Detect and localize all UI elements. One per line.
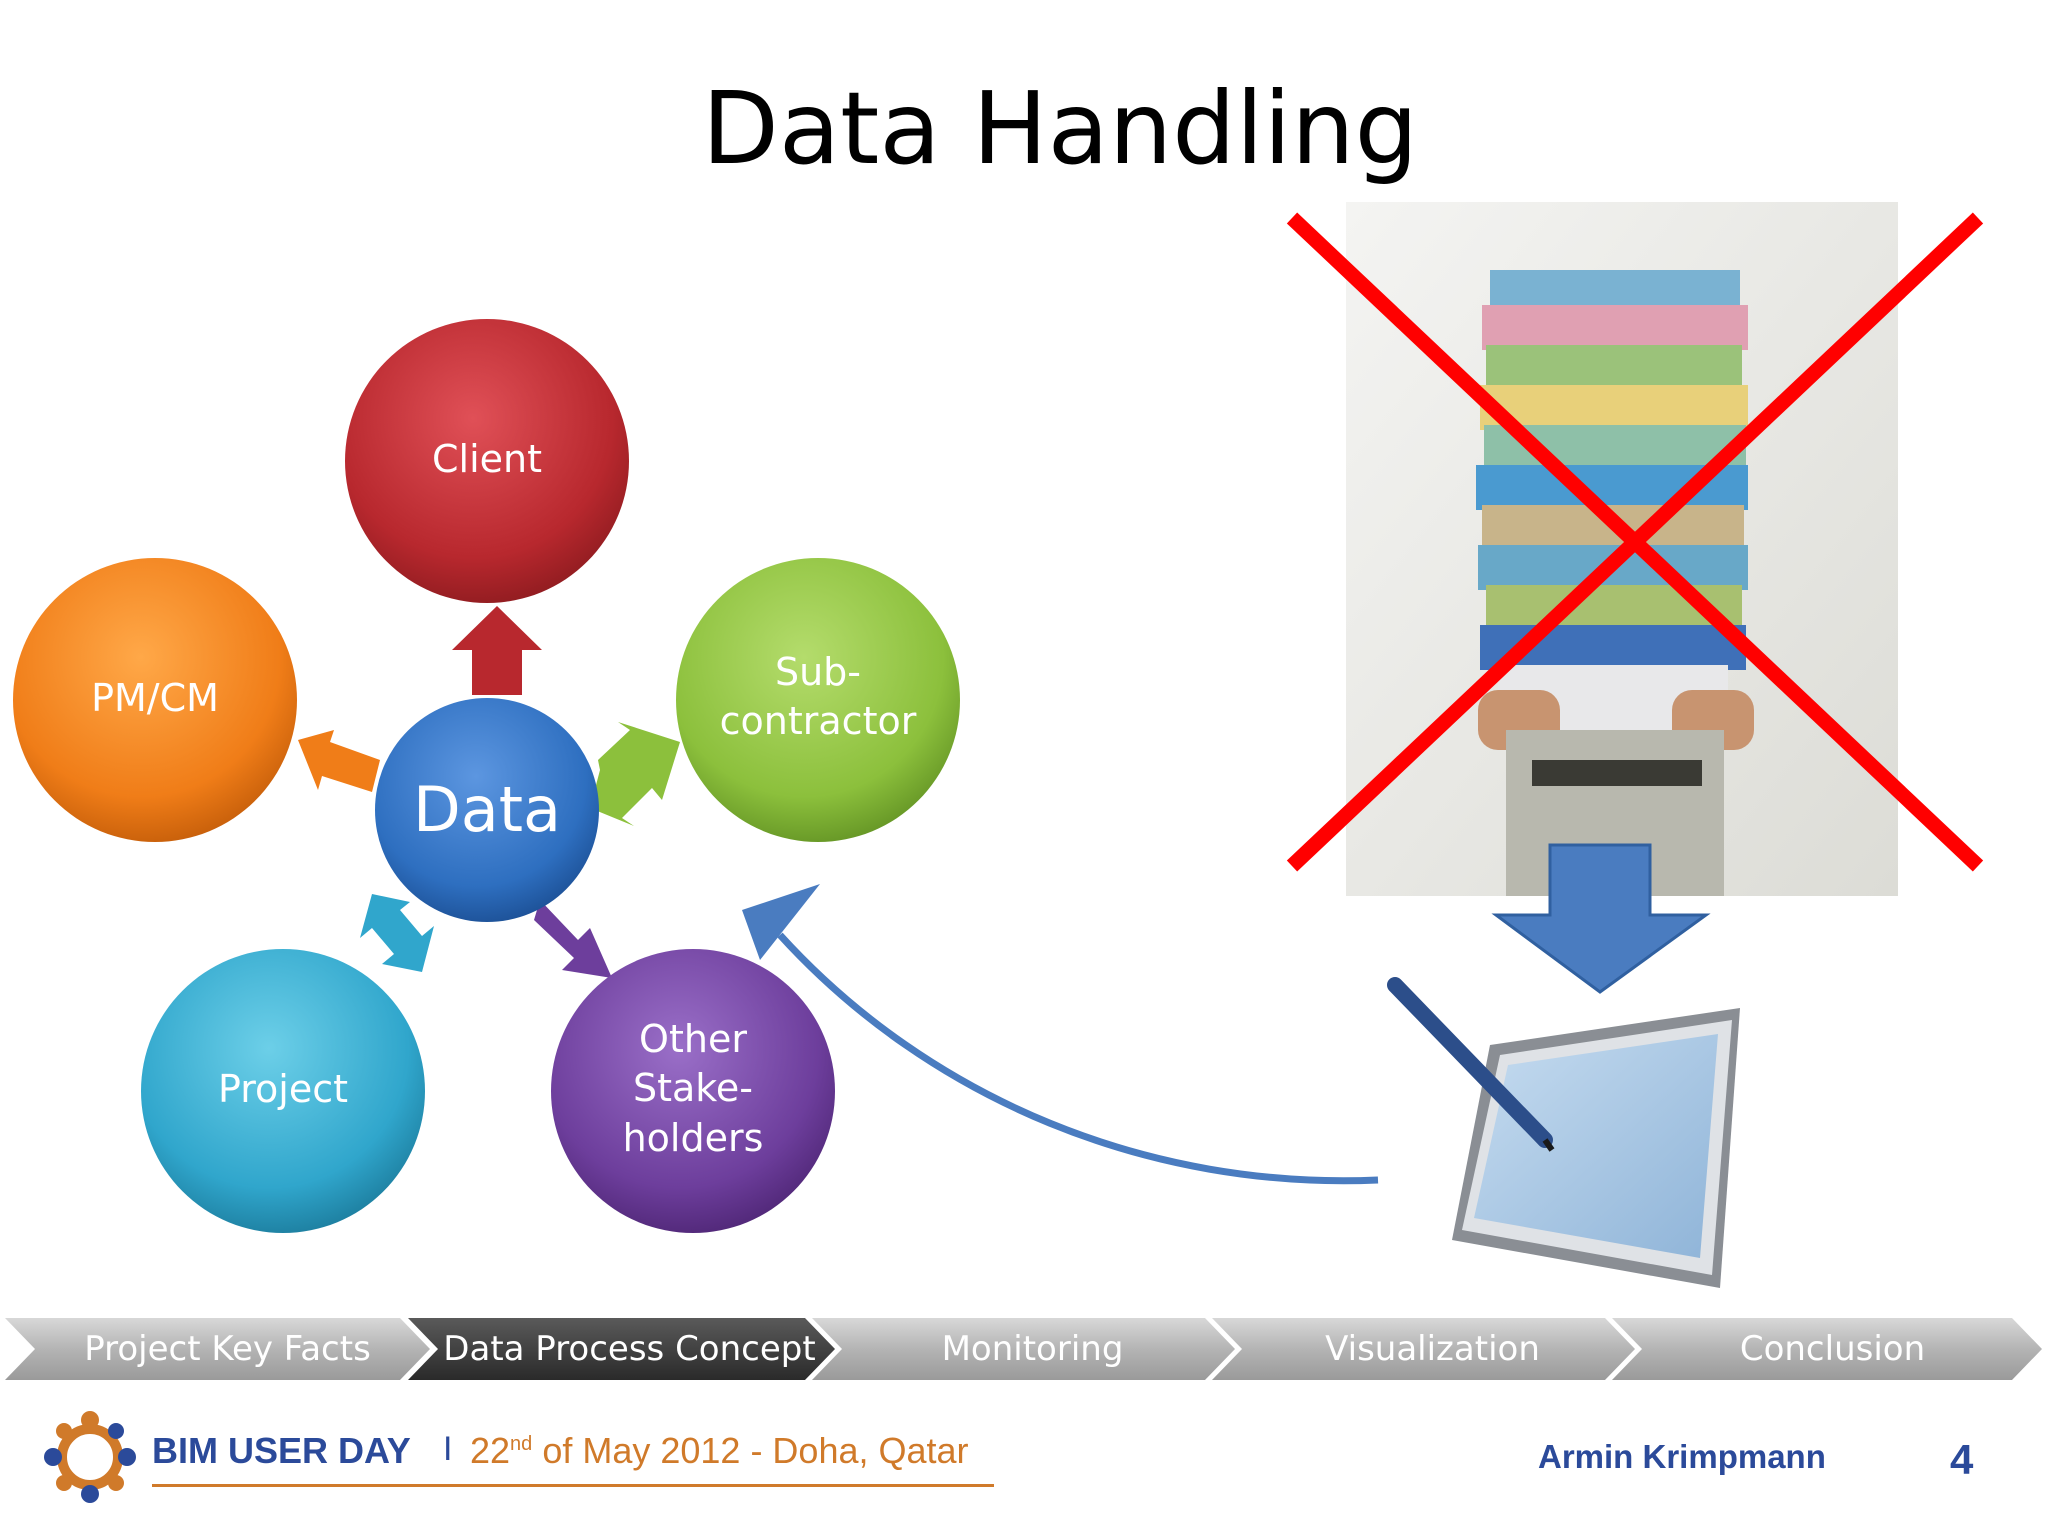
data-center-label: Data (412, 773, 562, 846)
event-date-suffix: nd (510, 1433, 533, 1455)
nav-step-monitoring[interactable]: Monitoring (941, 1329, 1124, 1369)
slide-footer: BIM USER DAY I 22nd of May 2012 - Doha, … (0, 1400, 2048, 1520)
project-node (141, 949, 425, 1233)
event-date-day: 22 (470, 1430, 511, 1471)
subcontractor-label-line2: contractor (719, 699, 917, 744)
feedback-curve-arrow (777, 932, 1379, 1185)
arrow-to-pmcm (298, 730, 380, 792)
nav-step-visualization[interactable]: Visualization (1325, 1329, 1540, 1369)
down-arrow (1491, 843, 1711, 994)
subcontractor-node (676, 558, 960, 842)
pmcm-label: PM/CM (91, 676, 219, 720)
tablet-pen-illustration (1387, 977, 1740, 1288)
feedback-arrowhead (742, 884, 820, 960)
data-center-node (375, 698, 599, 922)
subcontractor-label: Sub- contractor (676, 648, 960, 747)
arrow-to-other-stakeholders (534, 900, 612, 978)
other-stakeholders-line2: Stake- (632, 1066, 754, 1111)
red-cross-line-2 (1286, 212, 1984, 872)
subcontractor-label-line1: Sub- (774, 650, 862, 694)
nav-step-data-process-concept[interactable]: Data Process Concept (443, 1329, 816, 1369)
nav-step-conclusion[interactable]: Conclusion (1739, 1329, 1926, 1369)
event-date-rest: of May 2012 - Doha, Qatar (542, 1430, 969, 1471)
paper-stack-photo (1346, 202, 1898, 896)
bim-logo-icon (44, 1411, 136, 1503)
arrow-to-project (360, 894, 434, 972)
nav-step-project-key-facts[interactable]: Project Key Facts (84, 1329, 371, 1369)
client-label: Client (431, 437, 542, 481)
other-stakeholders-label: Other Stake- holders (551, 1015, 835, 1163)
footer-underline (152, 1484, 994, 1487)
nav-backgrounds (5, 1318, 2042, 1380)
project-label: Project (217, 1067, 348, 1111)
other-stakeholders-line3: holders (622, 1115, 764, 1160)
progress-navigation: Project Key Facts Data Process Concept M… (0, 1316, 2048, 1382)
page-number: 4 (1950, 1436, 1974, 1483)
arrow-to-client (452, 606, 542, 695)
event-date: 22nd of May 2012 - Doha, Qatar (470, 1430, 969, 1472)
arrow-to-subcontractor (590, 722, 680, 826)
author-name: Armin Krimpmann (1538, 1438, 1826, 1475)
client-node (345, 319, 629, 603)
other-stakeholders-node (551, 949, 835, 1233)
slide-title: Data Handling (701, 70, 1419, 187)
other-stakeholders-line1: Other (639, 1017, 747, 1061)
footer-separator: I (443, 1430, 453, 1468)
pmcm-node (13, 558, 297, 842)
event-name: BIM USER DAY (152, 1430, 411, 1471)
